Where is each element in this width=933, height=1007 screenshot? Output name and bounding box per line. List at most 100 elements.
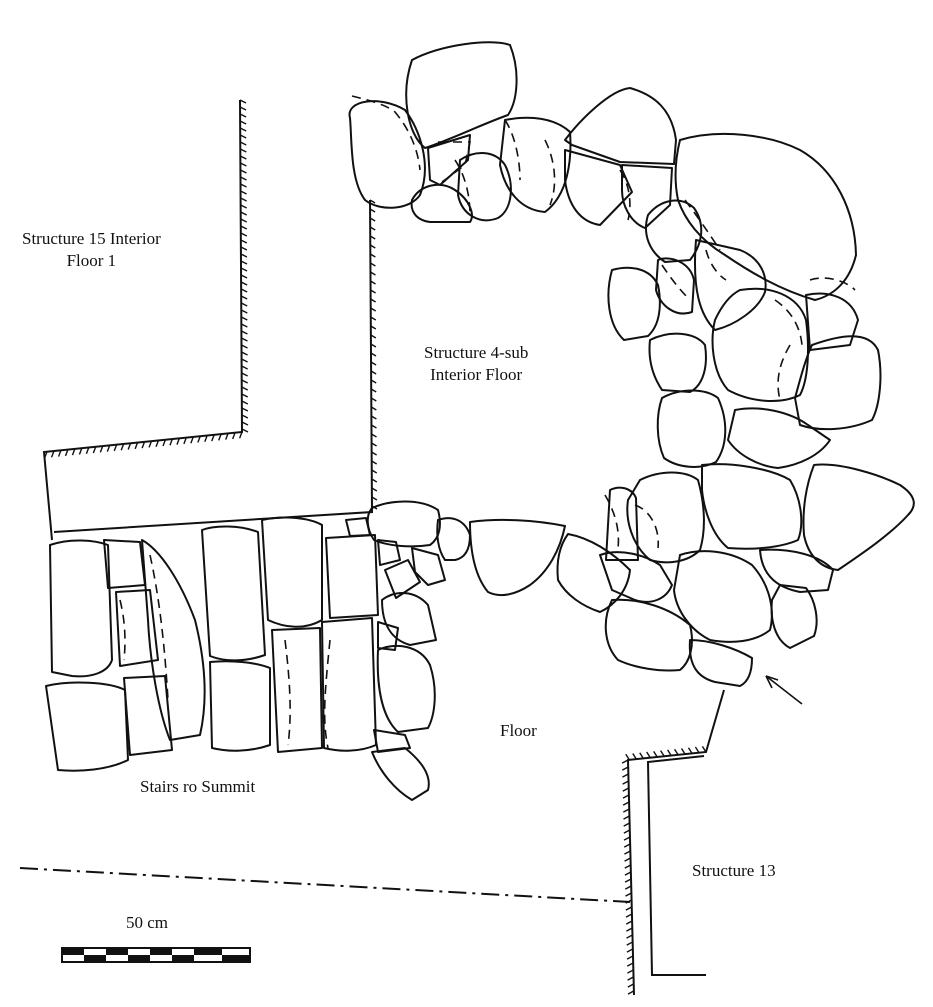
wall-hatch-tick (127, 443, 132, 450)
wall-hatch-tick (218, 433, 222, 441)
wall-hatch-tick (238, 431, 243, 439)
wall-hatch-tick (241, 393, 249, 398)
wall-hatch-tick (241, 358, 248, 363)
wall-hatch-tick (627, 990, 635, 995)
wall-hatch-tick (231, 432, 236, 440)
wall-hatch-tick (169, 438, 174, 446)
wall-hatch-tick (241, 337, 248, 342)
wall-hatch-tick (240, 239, 248, 244)
wall-hatch-tick (626, 941, 633, 946)
wall-hatch-tick (211, 434, 215, 442)
wall-hatch-tick (371, 415, 377, 420)
arc-stones (366, 500, 753, 687)
wall-hatch-tick (666, 749, 672, 756)
wall-hatch-tick (371, 478, 378, 483)
wall-hatch-tick (370, 316, 377, 321)
wall-hatch-tick (241, 323, 248, 328)
wall-hatch-tick (240, 253, 248, 258)
wall-hatch-tick (71, 448, 76, 456)
wall-hatch-tick (370, 271, 376, 276)
wall-hatch-tick (183, 437, 187, 445)
wall-hatch-tick (625, 892, 632, 897)
wall-hatch-tick (241, 344, 248, 349)
datum-line (19, 867, 631, 903)
wall-hatch-tick (622, 794, 630, 799)
wall-hatch-tick (240, 183, 247, 188)
wall-hatch-tick (141, 441, 146, 449)
wall-hatch-tick (241, 372, 248, 377)
wall-hatch-tick (369, 253, 376, 258)
wall-hatch-tick (240, 162, 247, 167)
wall-hatch-tick (240, 225, 248, 230)
wall-hatch-tick (197, 435, 201, 443)
wall-hatch-tick (673, 748, 679, 756)
stair-stones (45, 516, 446, 801)
wall-hatch-tick (371, 433, 377, 438)
wall-hatch-tick (624, 857, 631, 862)
wall-hatch-tick (369, 226, 376, 231)
wall-hatch-tick (240, 197, 247, 202)
wall-hatch-tick (240, 218, 248, 223)
wall-hatch-tick (240, 267, 248, 272)
wall-hatch-tick (92, 446, 97, 454)
wall-hatch-tick (622, 801, 630, 806)
wall-hatch-tick (370, 289, 376, 294)
stairs-label: Stairs ro Summit (140, 777, 256, 796)
wall-hatch-tick (694, 746, 700, 754)
wall-hatch-tick (190, 436, 194, 444)
wall-hatch-tick (626, 955, 634, 960)
wall-hatch-tick (625, 913, 633, 918)
wall-hatch-tick (625, 753, 630, 761)
wall-hatch-tick (627, 983, 635, 988)
wall-hatch-tick (240, 232, 248, 237)
wall-hatch-tick (241, 400, 249, 405)
wall-hatch-tick (241, 379, 249, 384)
structure-15-line-2: Floor 1 (66, 251, 117, 270)
wall-hatch-tick (624, 864, 632, 869)
wall-hatch-tick (370, 262, 376, 267)
wall-hatch-tick (241, 428, 249, 433)
wall-hatch-tick (369, 217, 376, 222)
wall-hatch-tick (239, 113, 247, 118)
wall-hatch-tick (241, 386, 249, 391)
wall-hatch-tick (653, 750, 658, 758)
wall-hatch-tick (176, 438, 180, 445)
wall-hatch-tick (239, 134, 247, 139)
wall-hatch-tick (687, 747, 693, 754)
wall-hatch-tick (240, 260, 248, 265)
wall-hatch-tick (370, 325, 377, 330)
wall-hatch-tick (239, 148, 247, 153)
wall-hatch-tick (639, 752, 644, 759)
wall-hatch-tick (241, 414, 249, 419)
wall-hatch-tick (43, 451, 48, 459)
wall-hatch-tick (240, 190, 247, 195)
wall-hatch-tick (241, 421, 249, 426)
structure-13-label: Structure 13 (692, 861, 776, 880)
wall-hatch-tick (78, 447, 83, 455)
wall-hatch-tick (64, 449, 69, 457)
wall-hatch-tick (241, 407, 249, 412)
wall-hatch-tick (57, 450, 62, 457)
wall-hatch-tick (239, 127, 247, 132)
wall-hatch-tick (623, 843, 631, 848)
wall-hatch-tick (622, 787, 630, 792)
wall-hatch-tick (625, 920, 633, 925)
wall-hatch-tick (621, 766, 629, 771)
wall-hatch-tick (371, 496, 378, 501)
wall-hatch-tick (240, 295, 248, 300)
wall-hatch-tick (623, 829, 631, 834)
structure-4-sub-line-1: Structure 4-sub (424, 343, 529, 362)
wall-hatch-tick (239, 106, 247, 111)
wall-hatch-tick (660, 750, 665, 757)
wall-hatch-tick (627, 976, 634, 981)
structure-15-wall (42, 99, 378, 541)
wall-hatch-tick (240, 281, 248, 286)
wall-hatch-tick (370, 334, 377, 339)
wall-hatch-tick (370, 343, 377, 348)
structure-13-wall (621, 689, 725, 996)
wall-hatch-tick (626, 934, 633, 939)
wall-hatch-tick (371, 442, 377, 447)
wall-hatch-tick (626, 962, 634, 967)
structure-15-label: Structure 15 Interior Floor 1 (22, 228, 161, 272)
wall-hatch-tick (371, 460, 378, 465)
